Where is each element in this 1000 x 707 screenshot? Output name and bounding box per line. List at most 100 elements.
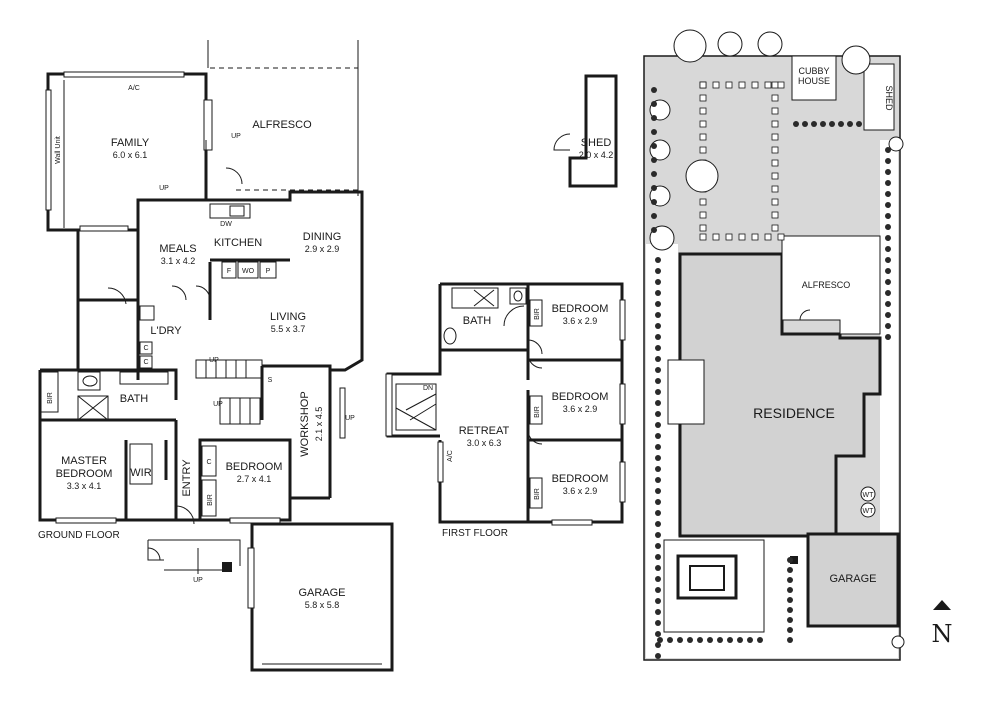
shrub	[657, 637, 663, 643]
master-name-line2: BEDROOM	[56, 468, 113, 480]
shrub	[885, 323, 891, 329]
wir-name: WIR	[130, 467, 151, 479]
paving-square	[725, 81, 733, 89]
meals-name: MEALS	[159, 243, 196, 255]
bir-label-master: BIR	[47, 392, 54, 404]
tree	[888, 136, 904, 152]
paving-square	[771, 185, 779, 193]
bir-label-bedroom: BIR	[207, 494, 214, 506]
first-floor-plan: BATH BIR BEDROOM 3.6 x 2.9 DN BIR BEDROO…	[385, 282, 626, 539]
paving-square	[771, 81, 779, 89]
shrub	[856, 121, 862, 127]
paving-square	[738, 233, 746, 241]
ff-bir-3: BIR	[534, 488, 541, 500]
family-room-size: 6.0 x 6.1	[113, 150, 148, 160]
paving-square	[699, 120, 707, 128]
paving-square	[699, 198, 707, 206]
site-cubby-line2: HOUSE	[798, 76, 830, 86]
up-label-workshop: UP	[345, 415, 355, 422]
paving-square	[699, 107, 707, 115]
shrub	[838, 121, 844, 127]
ground-floor-caption: GROUND FLOOR	[38, 530, 120, 541]
dining-size: 2.9 x 2.9	[305, 244, 340, 254]
tree	[757, 31, 783, 57]
shrub	[727, 637, 733, 643]
shrub	[651, 143, 657, 149]
first-floor-caption: FIRST FLOOR	[442, 528, 508, 539]
tree	[649, 139, 671, 161]
shrub	[655, 312, 661, 318]
shrub	[655, 653, 661, 659]
shrub	[885, 158, 891, 164]
shrub	[787, 607, 793, 613]
shrub	[655, 510, 661, 516]
site-garage-label: GARAGE	[829, 573, 876, 585]
paving-square	[771, 120, 779, 128]
shrub	[787, 637, 793, 643]
wall-oven-label: WO	[242, 268, 255, 275]
shrub	[651, 115, 657, 121]
shrub	[737, 637, 743, 643]
shrub	[655, 367, 661, 373]
paving-square	[771, 94, 779, 102]
shrub	[655, 422, 661, 428]
ff-bedroom3-size: 3.6 x 2.9	[563, 486, 598, 496]
tree	[685, 159, 719, 193]
shrub	[885, 169, 891, 175]
tree	[841, 45, 871, 75]
up-label-entry: UP	[213, 401, 223, 408]
shrub	[802, 121, 808, 127]
shrub	[655, 345, 661, 351]
shrub	[655, 477, 661, 483]
shrub	[655, 433, 661, 439]
shrub	[655, 466, 661, 472]
ff-bedroom2-name: BEDROOM	[552, 391, 609, 403]
paving-square	[771, 224, 779, 232]
paving-square	[777, 233, 785, 241]
paving-square	[699, 211, 707, 219]
paving-square	[751, 233, 759, 241]
paving-square	[699, 133, 707, 141]
shrub	[655, 532, 661, 538]
cupboard-label-bedroom: C	[206, 459, 211, 466]
paving-square	[771, 172, 779, 180]
shrub	[687, 637, 693, 643]
ground-floor-plan	[38, 40, 394, 672]
ff-bedroom1-size: 3.6 x 2.9	[563, 316, 598, 326]
workshop-name: WORKSHOP	[299, 391, 311, 456]
shrub	[655, 488, 661, 494]
shed-size: 2.0 x 4.2	[579, 150, 614, 160]
ff-dn-label: DN	[423, 385, 433, 392]
shrub	[787, 587, 793, 593]
tree	[673, 29, 707, 63]
shrub	[885, 257, 891, 263]
shrub	[655, 279, 661, 285]
shrub	[655, 268, 661, 274]
shrub	[651, 213, 657, 219]
shrub	[787, 627, 793, 633]
up-label-porch: UP	[193, 577, 203, 584]
shrub	[707, 637, 713, 643]
laundry-name: L'DRY	[150, 325, 182, 337]
shrub	[655, 400, 661, 406]
shrub	[651, 129, 657, 135]
master-size: 3.3 x 4.1	[67, 481, 102, 491]
shrub	[885, 312, 891, 318]
shrub	[655, 631, 661, 637]
paving-square	[771, 133, 779, 141]
shed-plan: SHED 2.0 x 4.2	[553, 74, 618, 188]
meals-size: 3.1 x 4.2	[161, 256, 196, 266]
shrub	[677, 637, 683, 643]
north-arrow-icon	[933, 600, 951, 610]
ff-bir-2: BIR	[534, 406, 541, 418]
ff-bedroom2-size: 3.6 x 2.9	[563, 404, 598, 414]
shrub	[885, 301, 891, 307]
master-name-line1: MASTER	[61, 455, 107, 467]
shrub	[885, 147, 891, 153]
alfresco-name: ALFRESCO	[252, 119, 312, 131]
paving-square	[771, 198, 779, 206]
paving-square	[699, 224, 707, 232]
bedroom-name: BEDROOM	[226, 461, 283, 473]
shrub	[829, 121, 835, 127]
